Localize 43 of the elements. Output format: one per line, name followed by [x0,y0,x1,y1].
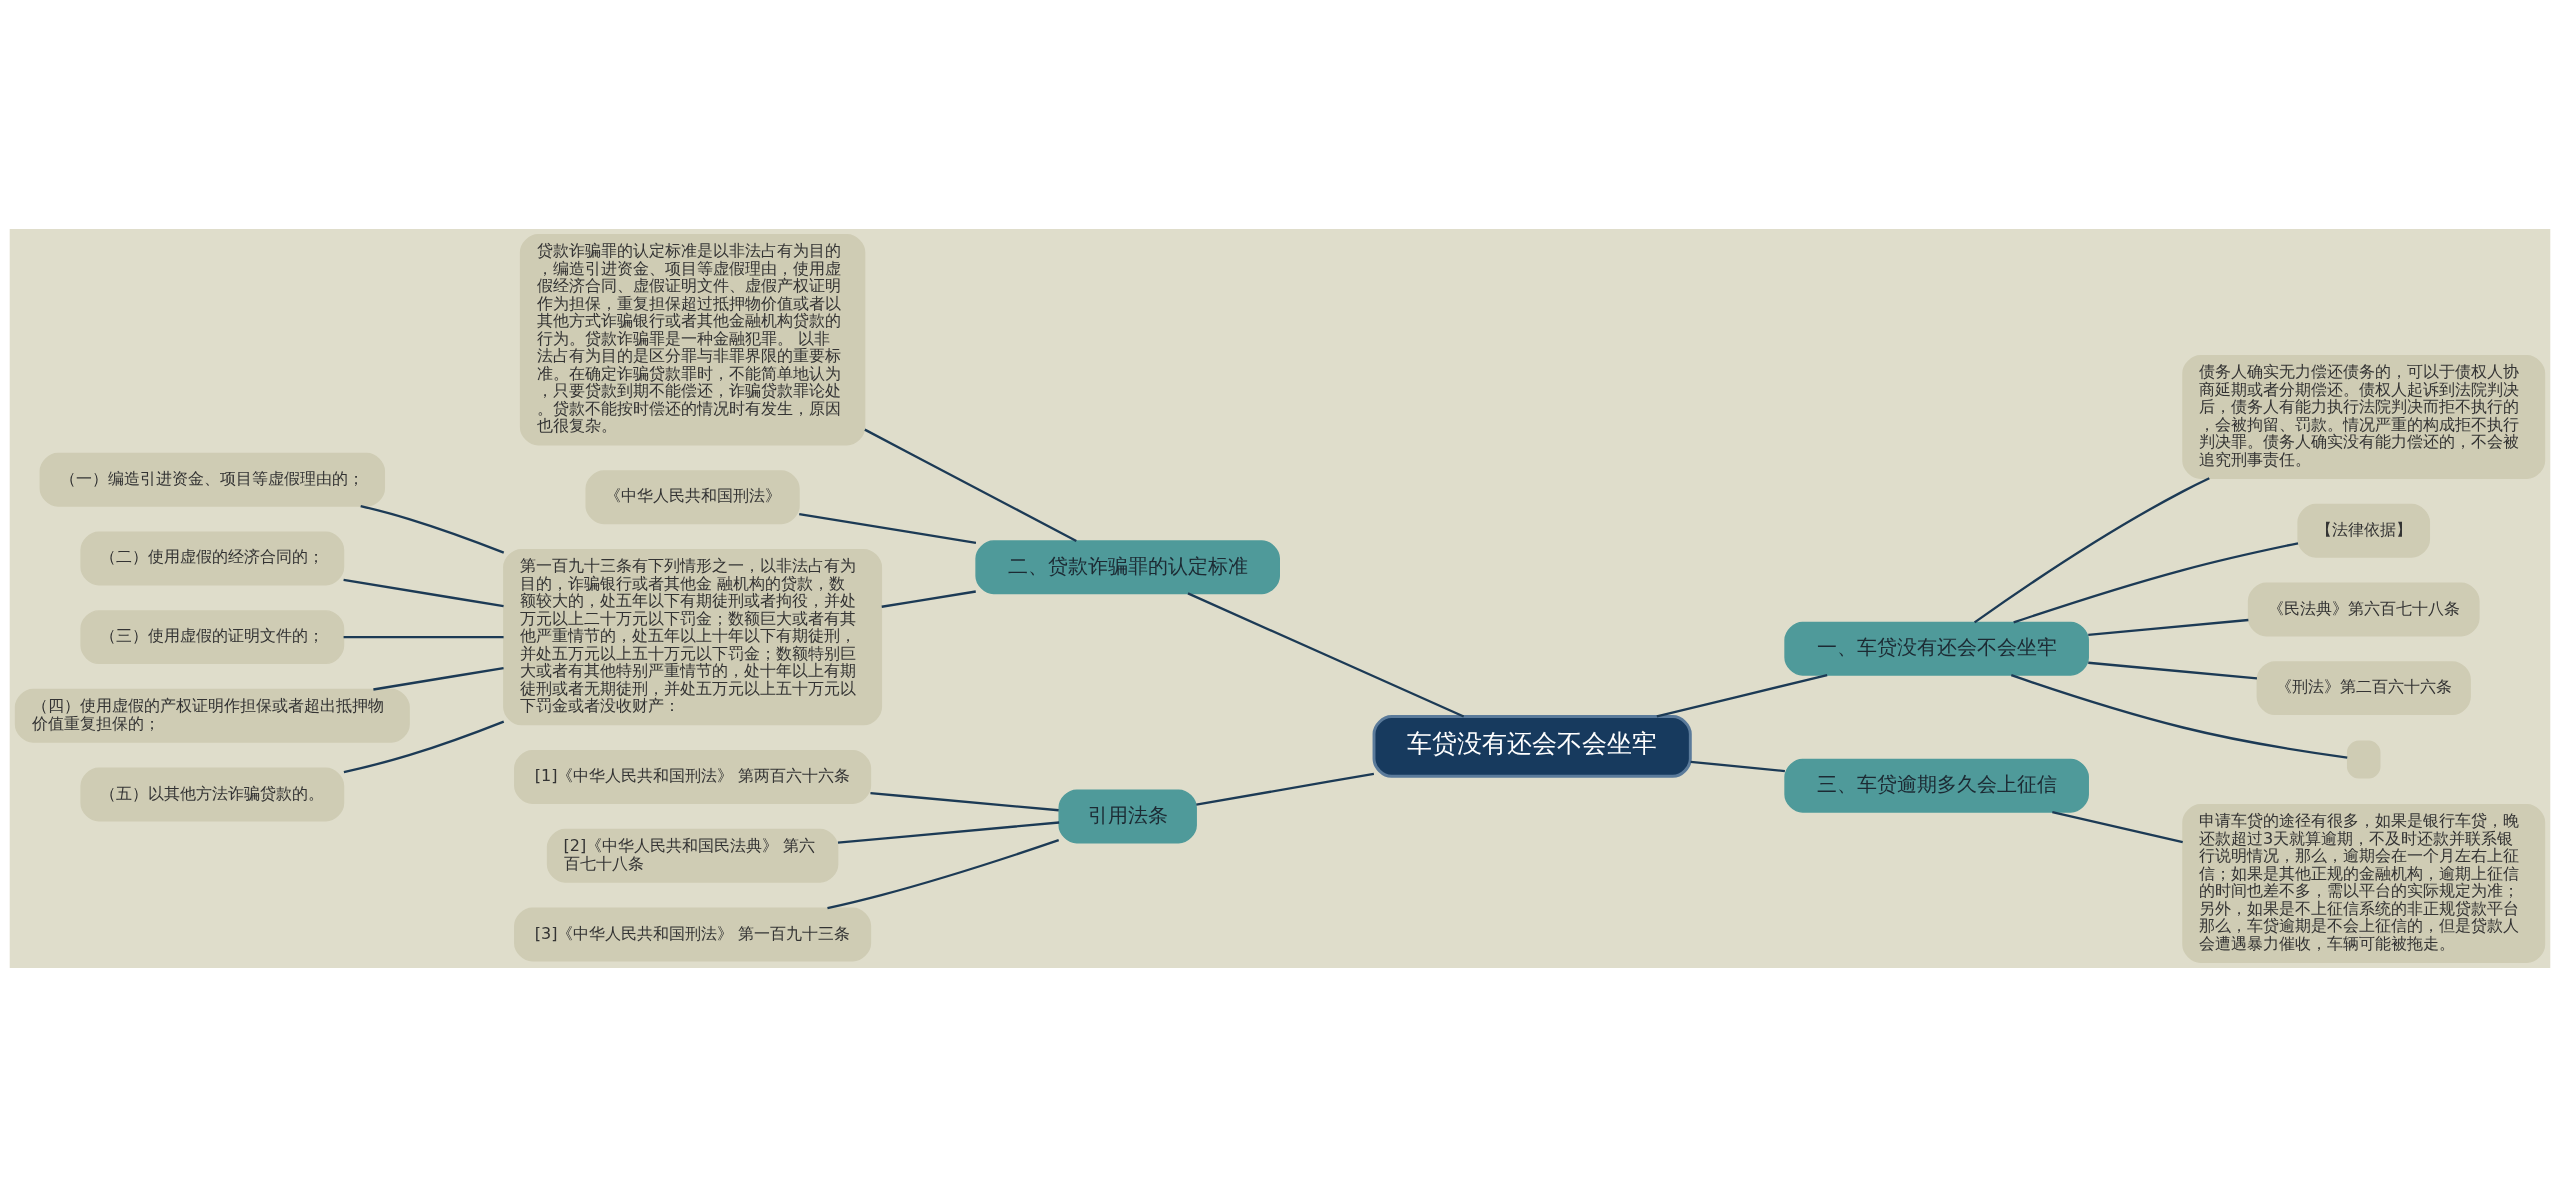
connector [2052,810,2183,843]
connector [373,666,504,691]
node-box: 第一百九十三条有下列情形之一，以非法占有为目的，诈骗银行或者其他金 融机构的贷款，数额较大的，处五年以下有期徒刑或者拘役，并处万元以上二十万元以下罚金；数额巨大或者有其他严重情节的，处五年以上十年以下有期徒刑，并处五万元以上五十万元以下罚金；数额特别巨大或者有其他特别严重情节的，处十年以上有期徒刑或者无期徒刑，并处五万元以上五十万元以下罚金或者没收财产： [503,548,883,725]
node-box: 债务人确实无力偿还债务的，可以于债权人协商延期或者分期偿还。债权人起诉到法院判决后，债务人有能力执行法院判决而拒不执行的，会被拘留、罚款。情况严重的构成拒不执行判决罪。债务人确实没有能力偿还的，不会被追究刑事责任。 [2182,354,2546,479]
node-box: [2]《中华人民共和国民法典》 第六百七十八条 [546,828,839,883]
node-box: （二）使用虚假的经济合同的； [80,530,345,585]
connector [2013,541,2299,624]
node-box: 引用法条 [1058,788,1197,843]
connector [2010,673,2348,759]
connector [2088,618,2249,636]
connector [870,791,1059,811]
node-box: （五）以其他方法诈骗贷款的。 [80,767,345,821]
node-box: 《民法典》第六百七十八条 [2247,581,2480,636]
connector [799,512,977,544]
node-box: [1]《中华人民共和国刑法》 第两百六十六条 [514,749,872,804]
connector [343,635,504,638]
connector [1187,591,1465,718]
node-box [2346,740,2381,778]
node-box: 车贷没有还会不会坐牢 [1372,714,1692,778]
connector [881,589,976,608]
connector [1196,772,1375,806]
node-box: 申请车贷的途径有很多，如果是银行车贷，晚还款超过3天就算逾期，不及时还款并联系银行说明情况，那么，逾期会在一个月左右上征信；如果是其他正规的金融机构，逾期上征信的时间也差不多，需以平台的实际规定为准；另外，如果是不上征信系统的非正规贷款平台那么，车贷逾期是不会上征信的，但是贷款人会遭遇暴力催收，车辆可能被拖走。 [2182,803,2546,963]
connector [2088,661,2258,680]
connector [1973,476,2210,623]
connector [827,838,1060,909]
connector [1690,760,1785,772]
node-box: 《刑法》第二百六十六条 [2256,660,2471,715]
connector [343,578,504,607]
node-box: 《中华人民共和国刑法》 [585,469,800,524]
node-box: 【法律依据】 [2297,503,2431,558]
node-box: [3]《中华人民共和国刑法》 第一百九十三条 [514,907,872,961]
connector [1656,673,1828,718]
connector [837,820,1060,844]
node-box: 二、贷款诈骗罪的认定标准 [975,539,1280,594]
node-box: （一）编造引进资金、项目等虚假理由的； [39,452,386,507]
node-box: （四）使用虚假的产权证明作担保或者超出抵押物价值重复担保的； [14,688,410,743]
node-box: （三）使用虚假的证明文件的； [80,609,345,664]
node-box: 贷款诈骗罪的认定标准是以非法占有为目的，编造引进资金、项目等虚假理由，使用虚假经济合同、虚假证明文件、虚假产权证明作为担保，重复担保超过抵押物价值或者以其他方式诈骗银行或者其他金融机构贷款的行为。贷款诈骗罪是一种金融犯罪。 以非法占有为目的是区分罪与非罪界限的重要标准。在确定诈骗贷款罪时，不能简单地认为，只要贷款到期不能偿还，诈骗贷款罪论处。贷款不能按时偿还的情况时有发生，原因也很复杂。 [519,233,866,445]
connector [360,504,505,554]
node-box: 三、车贷逾期多久会上征信 [1784,758,2089,813]
connector [864,428,1077,542]
node-box: 一、车贷没有还会不会坐牢 [1784,621,2089,676]
connector [343,720,505,773]
